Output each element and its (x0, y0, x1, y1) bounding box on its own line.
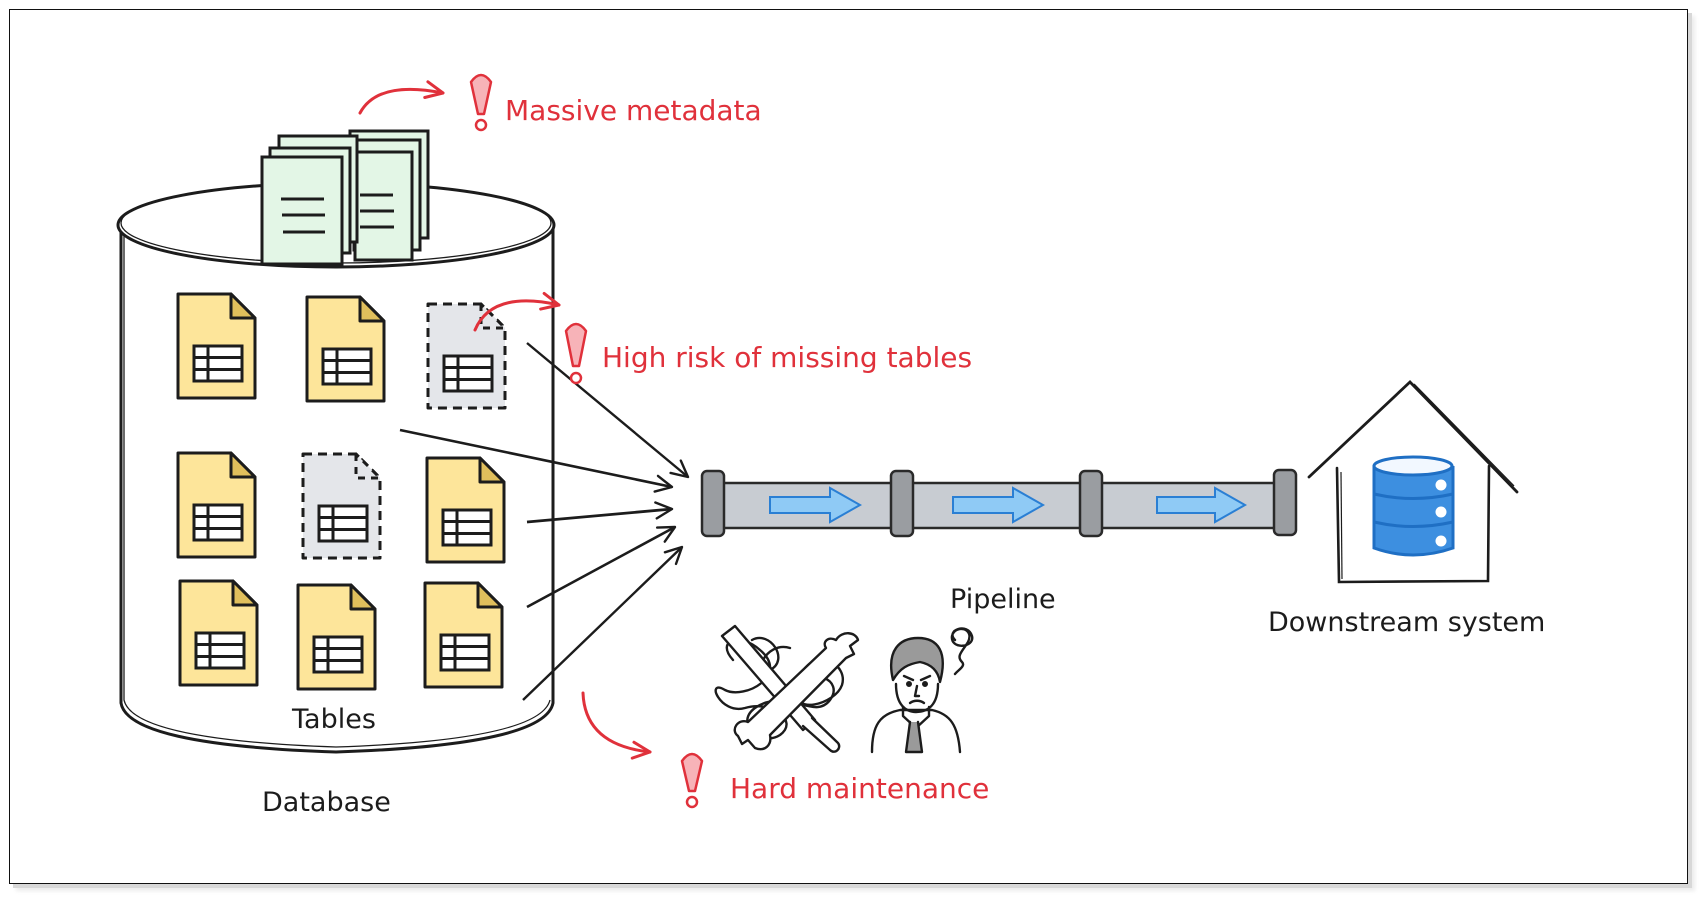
table-grid-icon (317, 504, 369, 543)
table-file-icon (176, 292, 257, 400)
table-grid-icon (192, 503, 244, 542)
table-file-icon (176, 451, 257, 559)
database-label: Database (262, 787, 391, 818)
pipe-connector (1078, 469, 1104, 538)
missing-table-file-icon (301, 452, 382, 560)
pipeline (700, 468, 1298, 538)
flow-arrow-4 (526, 525, 677, 609)
table-file-icon (305, 295, 386, 403)
table-to-pipeline-arrows (399, 342, 690, 701)
warning-label-missing-tables: High risk of missing tables (602, 341, 973, 374)
table-grid-icon (194, 631, 246, 670)
table-grid-icon (439, 633, 491, 672)
warning-arrow-maintenance (581, 691, 652, 760)
flow-arrow-1 (526, 342, 690, 479)
pipe-connector (889, 469, 915, 538)
frustrated-person-icon (870, 627, 974, 754)
flow-arrow-3 (526, 501, 674, 524)
exclamation-icon (469, 73, 493, 132)
database-server-icon (1372, 455, 1455, 557)
warning-label-maintenance: Hard maintenance (730, 772, 990, 805)
table-grid-icon (192, 344, 244, 383)
pipe-flow-arrow-icon (1156, 486, 1248, 524)
cylinder-body-sketch-line (123, 224, 551, 748)
table-grid-icon (321, 347, 373, 386)
flow-arrow-2 (399, 428, 674, 493)
downstream-house-icon (1307, 380, 1519, 584)
pipe-connector (1272, 468, 1298, 537)
pipe-flow-arrow-icon (769, 486, 863, 524)
tangled-tools-icon (714, 624, 860, 753)
exclamation-icon (564, 322, 588, 385)
table-file-icon (296, 583, 377, 691)
missing-table-file-icon (426, 302, 507, 410)
table-grid-icon (442, 354, 494, 393)
exclamation-icon (680, 752, 704, 809)
table-grid-icon (441, 508, 493, 547)
pipeline-label: Pipeline (950, 584, 1056, 615)
table-grid-icon (312, 635, 364, 674)
flow-arrow-5 (522, 545, 684, 701)
metadata-documents-icon (260, 129, 430, 266)
table-files-grid (176, 292, 507, 691)
warning-arrow-metadata (358, 80, 445, 115)
pipe-flow-arrow-icon (952, 486, 1046, 524)
table-file-icon (423, 581, 504, 689)
tables-label: Tables (292, 704, 376, 735)
pipe-connector (700, 469, 726, 538)
table-file-icon (178, 579, 259, 687)
downstream-system-label: Downstream system (1268, 607, 1546, 638)
warning-label-metadata: Massive metadata (505, 94, 762, 127)
warning-arrow-missing (473, 291, 561, 332)
table-file-icon (425, 456, 506, 564)
